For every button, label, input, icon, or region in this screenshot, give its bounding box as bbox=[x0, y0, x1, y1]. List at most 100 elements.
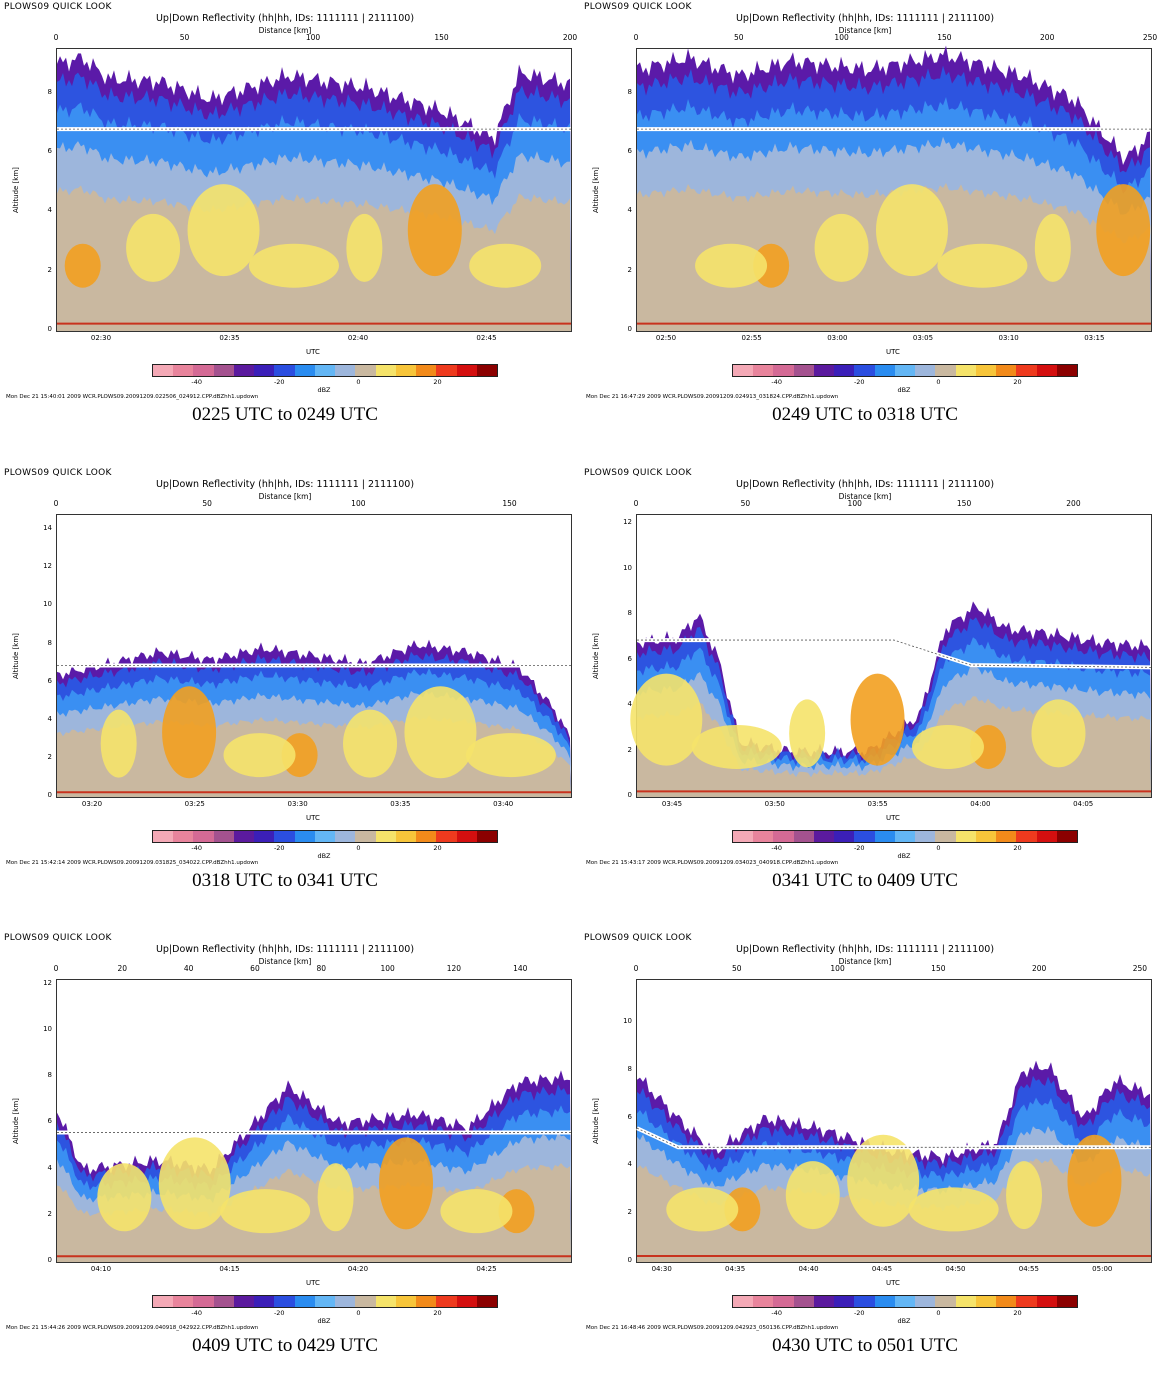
colorbar-swatch bbox=[456, 1296, 477, 1307]
colorbar-swatch bbox=[1016, 831, 1037, 842]
flight-level-line bbox=[636, 1127, 1151, 1148]
high-reflectivity-core bbox=[789, 699, 826, 768]
high-reflectivity-core bbox=[666, 1187, 739, 1232]
quicklook-label: PLOWS09 QUICK LOOK bbox=[584, 933, 692, 943]
colorbar-swatch bbox=[854, 831, 875, 842]
colorbar-swatch bbox=[456, 365, 477, 376]
time-tick: 04:05 bbox=[1073, 800, 1094, 808]
colorbar-swatch bbox=[1056, 831, 1077, 842]
colorbar-swatch bbox=[355, 1296, 376, 1307]
colorbar-swatch bbox=[996, 831, 1017, 842]
colorbar-swatch bbox=[193, 365, 214, 376]
reflectivity-layer bbox=[57, 1163, 571, 1262]
plot-title: Up|Down Reflectivity (hh|hh, IDs: 111111… bbox=[155, 944, 415, 955]
distance-tick: 0 bbox=[53, 33, 59, 42]
colorbar-swatch bbox=[874, 365, 895, 376]
reflectivity-plot bbox=[630, 514, 1152, 798]
colorbar-swatch bbox=[793, 365, 814, 376]
utc-axis-label: UTC bbox=[306, 814, 320, 822]
time-tick: 03:05 bbox=[912, 334, 934, 342]
time-tick: 04:20 bbox=[347, 1265, 369, 1273]
colorbar-swatch bbox=[753, 831, 774, 842]
high-reflectivity-core bbox=[187, 184, 260, 277]
panel-caption: 0225 UTC to 0249 UTC bbox=[192, 404, 378, 425]
reflectivity-layer bbox=[637, 696, 1151, 797]
colorbar bbox=[732, 364, 1078, 377]
altitude-tick: 4 bbox=[627, 700, 632, 709]
distance-axis-label: Distance [km] bbox=[838, 492, 892, 501]
colorbar-swatch bbox=[314, 1296, 336, 1307]
colorbar-swatch bbox=[996, 365, 1017, 376]
quicklook-label: PLOWS09 QUICK LOOK bbox=[4, 468, 112, 478]
colorbar-swatch bbox=[753, 365, 774, 376]
colorbar-swatch bbox=[1056, 1296, 1077, 1307]
colorbar-swatch bbox=[173, 1296, 194, 1307]
file-stamp: Mon Dec 21 16:48:46 2009 WCR.PLOWS09.200… bbox=[586, 1325, 839, 1331]
high-reflectivity-core bbox=[1067, 1134, 1122, 1227]
altitude-tick: 10 bbox=[43, 600, 52, 609]
altitude-tick: 6 bbox=[47, 146, 52, 155]
altitude-tick: 8 bbox=[627, 1064, 632, 1073]
colorbar-swatch bbox=[375, 365, 396, 376]
distance-axis-label: Distance [km] bbox=[258, 26, 312, 35]
colorbar-unit: dBZ bbox=[897, 386, 911, 394]
time-tick: 03:15 bbox=[1084, 334, 1105, 342]
flight-level-line bbox=[637, 639, 1152, 668]
high-reflectivity-core bbox=[64, 243, 101, 288]
distance-axis-label: Distance [km] bbox=[258, 492, 312, 501]
altitude-tick: 2 bbox=[627, 265, 632, 274]
altitude-axis-label: Altitude [km] bbox=[12, 1098, 20, 1144]
colorbar-swatch bbox=[1036, 365, 1057, 376]
panel-caption: 0430 UTC to 0501 UTC bbox=[772, 1335, 958, 1356]
panel-caption: 0341 UTC to 0409 UTC bbox=[772, 870, 958, 891]
distance-tick: 100 bbox=[305, 33, 321, 42]
colorbar-swatch bbox=[416, 831, 437, 842]
colorbar-tick: -20 bbox=[273, 844, 285, 852]
distance-tick: 200 bbox=[562, 33, 578, 42]
high-reflectivity-core bbox=[162, 686, 217, 779]
colorbar-swatch bbox=[874, 1296, 895, 1307]
colorbar-unit: dBZ bbox=[317, 386, 331, 394]
distance-tick: 150 bbox=[931, 964, 946, 973]
colorbar-swatch bbox=[153, 365, 174, 376]
altitude-tick: 0 bbox=[627, 325, 632, 333]
colorbar-tick: -20 bbox=[273, 378, 285, 386]
high-reflectivity-core bbox=[248, 243, 339, 288]
colorbar-tick: -20 bbox=[853, 378, 865, 386]
altitude-tick: 6 bbox=[47, 1117, 52, 1126]
colorbar-swatch bbox=[294, 1296, 315, 1307]
high-reflectivity-core bbox=[1096, 184, 1151, 277]
time-tick: 04:00 bbox=[970, 800, 991, 808]
altitude-axis-label: Altitude [km] bbox=[12, 167, 20, 213]
plot-title: Up|Down Reflectivity (hh|hh, IDs: 111111… bbox=[155, 13, 415, 24]
distance-tick: 150 bbox=[956, 499, 972, 508]
high-reflectivity-core bbox=[440, 1189, 513, 1234]
high-reflectivity-core bbox=[100, 709, 137, 778]
colorbar-swatch bbox=[294, 365, 315, 376]
colorbar bbox=[732, 1295, 1078, 1308]
colorbar-swatch bbox=[274, 365, 295, 376]
colorbar-swatch bbox=[773, 831, 794, 842]
colorbar-unit: dBZ bbox=[897, 852, 911, 860]
distance-tick: 120 bbox=[446, 964, 462, 973]
reflectivity-field bbox=[636, 1060, 1151, 1262]
altitude-tick: 4 bbox=[47, 714, 52, 723]
distance-tick: 50 bbox=[740, 499, 751, 508]
colorbar-swatch bbox=[834, 365, 855, 376]
time-tick: 04:30 bbox=[651, 1265, 672, 1273]
colorbar-swatch bbox=[935, 831, 956, 842]
altitude-axis-label: Altitude [km] bbox=[592, 633, 600, 679]
panel-caption: 0318 UTC to 0341 UTC bbox=[192, 870, 378, 891]
colorbar-swatch bbox=[894, 1296, 916, 1307]
colorbar-tick: 20 bbox=[433, 1309, 442, 1317]
colorbar-tick: 20 bbox=[1013, 844, 1022, 852]
distance-tick: 140 bbox=[513, 964, 528, 973]
colorbar-swatch bbox=[274, 1296, 295, 1307]
high-reflectivity-core bbox=[407, 184, 462, 277]
distance-axis-label: Distance [km] bbox=[838, 957, 892, 966]
altitude-tick: 6 bbox=[627, 1112, 632, 1121]
reflectivity-field bbox=[57, 1070, 571, 1262]
altitude-tick: 12 bbox=[623, 518, 632, 527]
file-stamp: Mon Dec 21 15:42:14 2009 WCR.PLOWS09.200… bbox=[6, 860, 259, 866]
colorbar-swatch bbox=[173, 365, 194, 376]
